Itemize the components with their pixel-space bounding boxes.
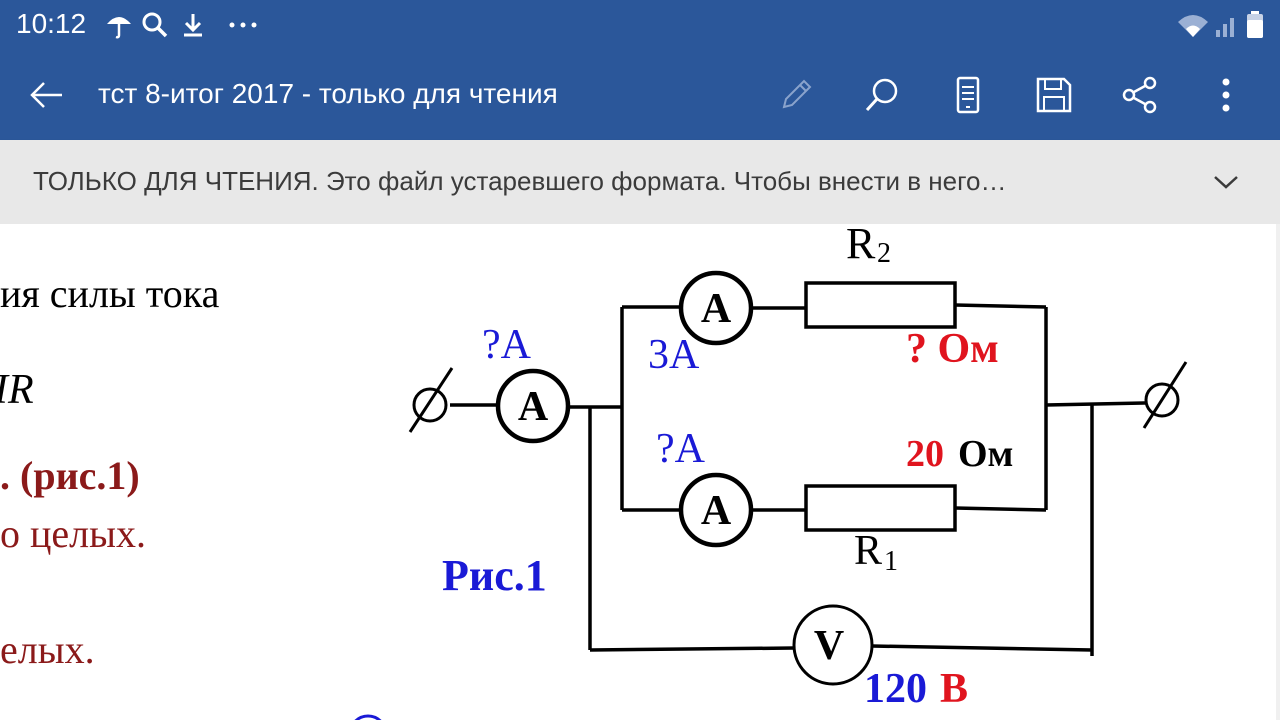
text-line-round-2: елых. (0, 627, 95, 672)
status-time: 10:12 (16, 8, 87, 39)
save-icon[interactable] (1030, 72, 1078, 118)
circuit-diagram: A A A V R 2 R 1 ?А 3А ?А ? Ом 20 Ом 120 … (354, 224, 1188, 720)
wire-bottom-right (954, 506, 1047, 512)
terminal-left-slash (408, 367, 454, 433)
r2-label: R (846, 224, 876, 268)
ammeter-main (495, 368, 571, 444)
terminal-left (412, 387, 448, 423)
scroll-edge (1276, 224, 1280, 720)
bottom-resistance-value: 20 (906, 433, 944, 475)
wire-right-terminal (1045, 401, 1147, 407)
banner-text: ТОЛЬКО ДЛЯ ЧТЕНИЯ. Это файл устаревшего … (33, 166, 1007, 196)
r2-subscript: 2 (877, 238, 891, 269)
voltmeter (792, 604, 874, 686)
resistor-r1 (804, 484, 957, 532)
wire-top-right (954, 303, 1047, 309)
wire-volt-bottom-left (589, 646, 795, 652)
partial-blue-marker (354, 714, 382, 720)
r1-label: R (854, 528, 882, 574)
umbrella-icon (104, 10, 134, 44)
more-vertical-icon[interactable] (1202, 72, 1250, 118)
figure-caption: Рис.1 (442, 551, 547, 600)
chevron-down-icon[interactable] (1206, 164, 1246, 200)
resistor-r2 (804, 281, 957, 329)
document-page[interactable]: ия силы тока IR . (рис.1) о целых. елых.… (0, 224, 1280, 720)
ammeter-bottom-letter: A (701, 488, 732, 534)
edit-pencil-icon[interactable] (772, 72, 820, 118)
top-current-label: 3А (648, 332, 700, 378)
bottom-resistance-unit: Ом (958, 433, 1013, 475)
ammeter-top (678, 270, 754, 346)
main-current-label: ?А (482, 322, 532, 368)
voltage-value: 120 (864, 666, 927, 712)
voltage-unit: В (940, 666, 968, 712)
app-bar: тст 8-итог 2017 - только для чтения (0, 50, 1280, 140)
ammeter-bottom (678, 472, 754, 548)
share-icon[interactable] (1116, 72, 1164, 118)
search-icon[interactable] (858, 72, 906, 118)
search-icon (140, 10, 170, 44)
bottom-current-label: ?А (656, 426, 706, 472)
wire-volt-bottom-right (871, 644, 1093, 652)
r1-subscript: 1 (884, 546, 898, 577)
text-line-current: ия силы тока (0, 271, 220, 316)
ammeter-main-letter: A (518, 384, 549, 430)
read-only-banner[interactable]: ТОЛЬКО ДЛЯ ЧТЕНИЯ. Это файл устаревшего … (0, 140, 1280, 224)
status-bar: 10:12 (0, 0, 1280, 50)
terminal-right (1144, 382, 1180, 418)
download-icon (178, 10, 208, 44)
ammeter-top-letter: A (701, 286, 732, 332)
signal-icon (1214, 10, 1240, 44)
battery-icon (1244, 10, 1266, 44)
text-line-figure-ref: . (рис.1) (0, 453, 140, 498)
voltmeter-letter: V (814, 623, 844, 669)
mobile-view-icon[interactable] (944, 72, 992, 118)
wifi-icon (1176, 10, 1210, 44)
more-dots-icon (226, 10, 260, 44)
back-arrow-icon[interactable] (22, 72, 70, 118)
document-title: тст 8-итог 2017 - только для чтения (98, 78, 558, 109)
top-resistance-label: ? Ом (906, 326, 999, 372)
terminal-right-slash (1142, 361, 1188, 429)
text-line-round: о целых. (0, 511, 146, 556)
text-line-formula: IR (0, 367, 34, 413)
